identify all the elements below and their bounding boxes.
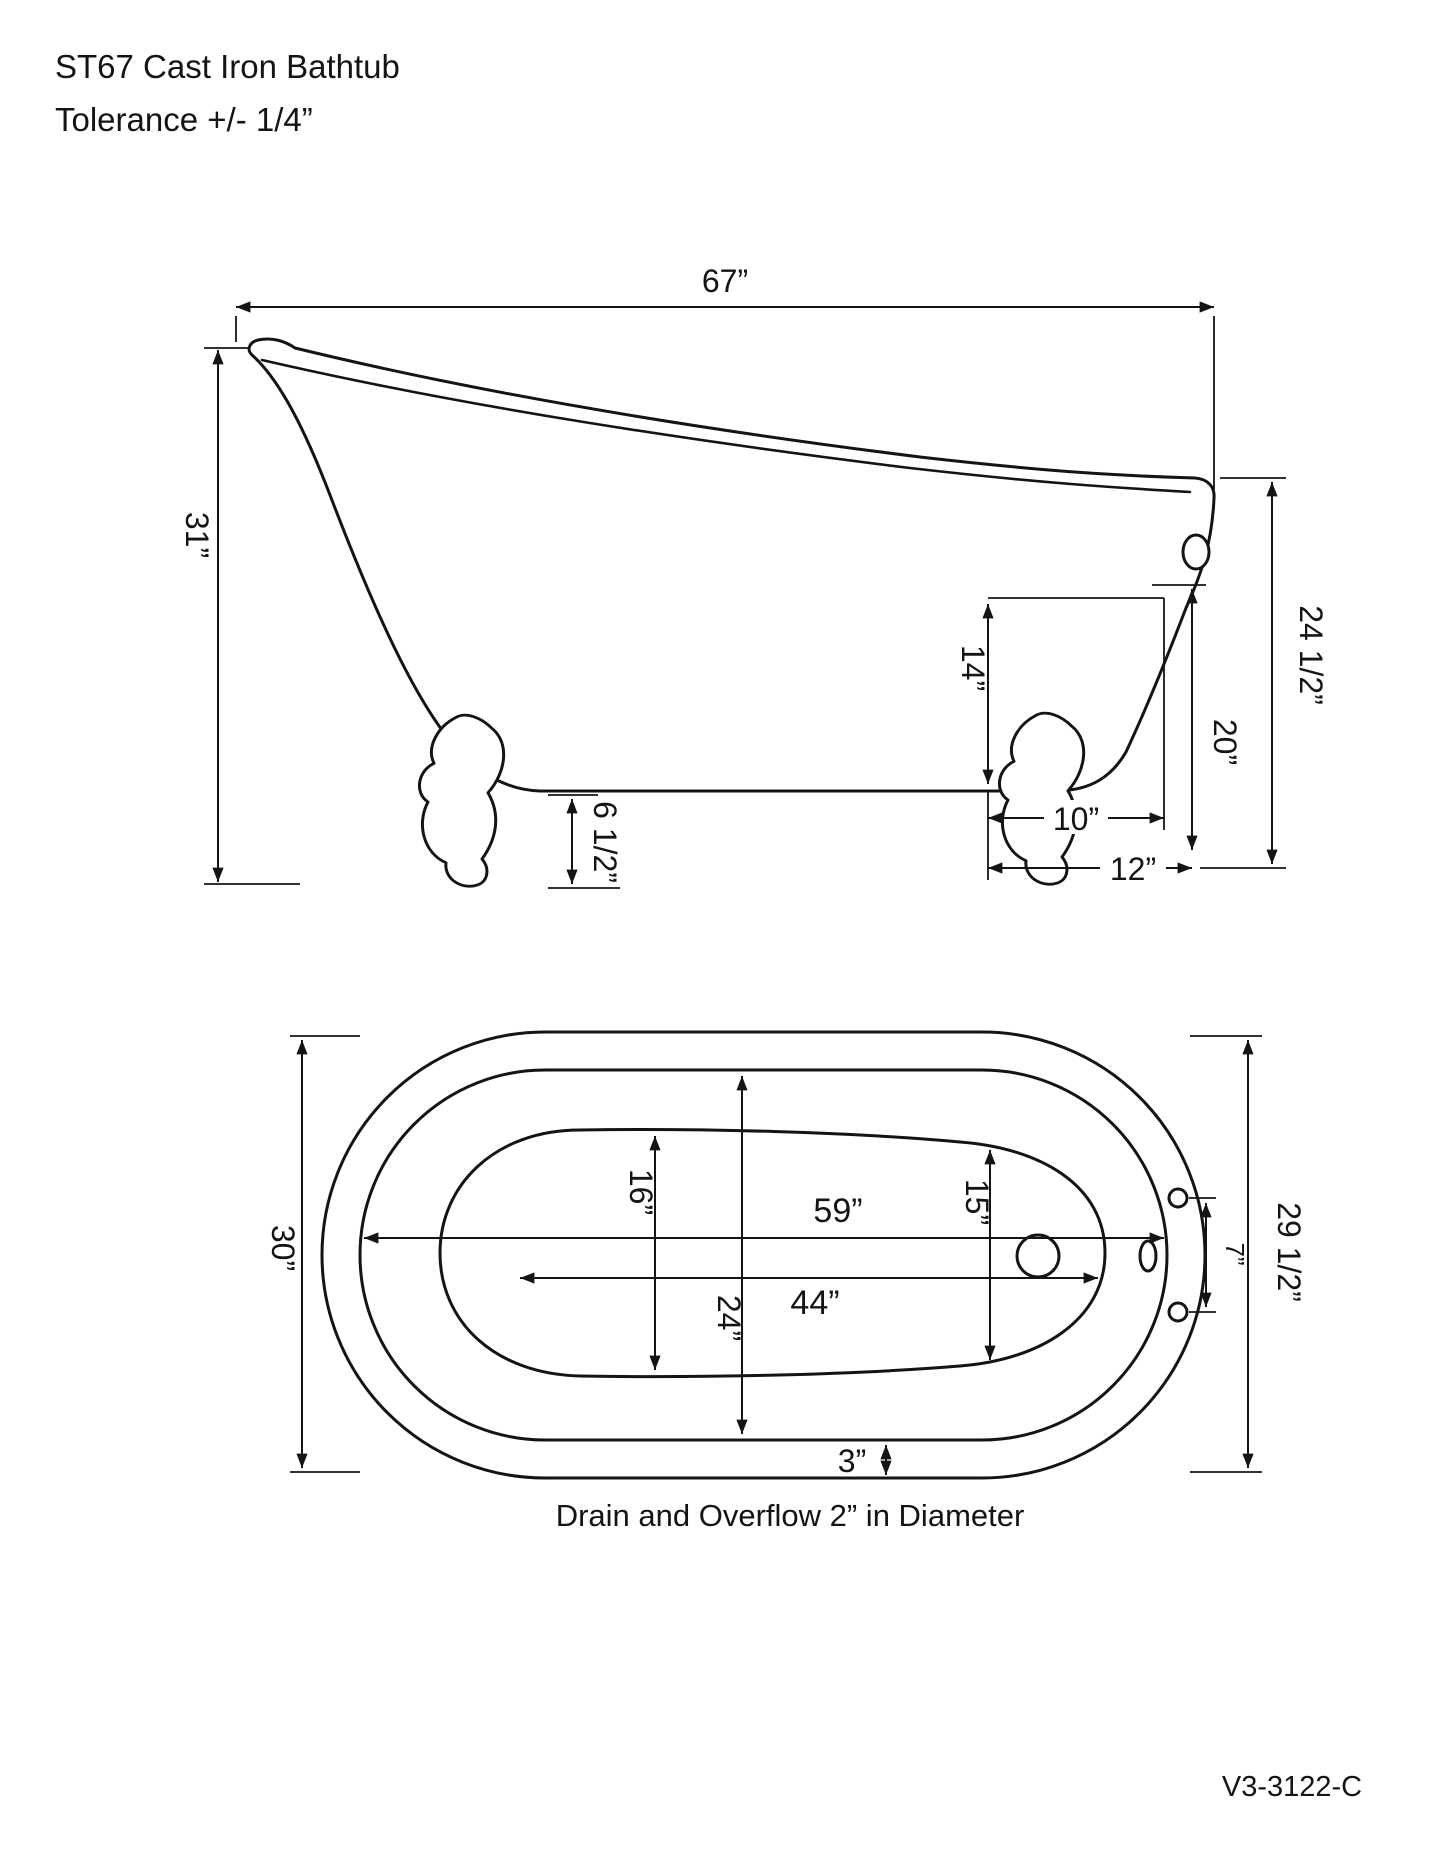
side-view: 67” 31” 24 1/2” 14” 20”: [179, 263, 1329, 889]
tub-side-outline: [247, 337, 1216, 793]
dim-label-ground-clearance: 6 1/2”: [587, 801, 623, 883]
dim-rim-height: 24 1/2”: [1200, 477, 1329, 869]
dim-label-rim-interior-length: 59”: [813, 1192, 862, 1230]
dim-overall-width-right: 29 1/2”: [1190, 1035, 1307, 1473]
dim-ground-clearance: 6 1/2”: [548, 794, 623, 889]
drawing-number: V3-3122-C: [1222, 1771, 1362, 1803]
tolerance-note: Tolerance +/- 1/4”: [55, 101, 313, 138]
dim-overall-width-left: 30”: [265, 1035, 360, 1473]
dim-faucet-hole-spacing: 7”: [1189, 1197, 1250, 1313]
dim-label-overall-width-right: 29 1/2”: [1271, 1202, 1307, 1302]
dim-interior-width: 24”: [711, 1076, 748, 1434]
dim-overall-length: 67”: [235, 263, 1215, 490]
dim-label-basin-length: 44”: [790, 1284, 839, 1322]
top-view: 30” 29 1/2” 59” 44” 16” 24”: [265, 1030, 1307, 1533]
dim-label-rim-to-floor: 20”: [1207, 719, 1243, 765]
dim-overall-height: 31”: [179, 347, 300, 885]
dim-basin-width-right: 15”: [959, 1150, 996, 1360]
faucet-hole-top: [1167, 1187, 1189, 1209]
drain-overflow-caption: Drain and Overflow 2” in Diameter: [556, 1498, 1025, 1533]
overflow-hole: [1138, 1239, 1158, 1273]
dim-label-interior-depth: 14”: [955, 645, 991, 691]
dim-label-rim-width: 3”: [838, 1443, 866, 1479]
right-claw-foot: [998, 711, 1086, 886]
dim-label-basin-width-left: 16”: [623, 1169, 659, 1215]
dim-label-interior-width: 24”: [711, 1295, 747, 1341]
dim-rim-width: 3”: [838, 1443, 892, 1479]
tub-rim-inner-line: [260, 358, 1192, 494]
header-block: ST67 Cast Iron Bathtub Tolerance +/- 1/4…: [55, 48, 400, 138]
overflow-knob: [1181, 533, 1211, 571]
dim-label-overall-length: 67”: [702, 263, 748, 299]
dim-label-basin-width-right: 15”: [959, 1179, 995, 1225]
dim-label-mask: [1100, 851, 1166, 885]
tub-basin-oval: [438, 1128, 1107, 1379]
left-claw-foot: [418, 713, 506, 888]
dim-label-overall-height: 31”: [179, 512, 215, 558]
drain-circle: [1015, 1233, 1061, 1279]
dim-label-mask: [1044, 800, 1108, 834]
dim-rim-interior-length: 59”: [364, 1192, 1164, 1244]
dim-label-faucet-hole-spacing: 7”: [1220, 1242, 1250, 1265]
dim-foot-to-end: 12”: [988, 851, 1192, 887]
dim-label-rim-height: 24 1/2”: [1293, 605, 1329, 705]
dim-interior-depth: 14”: [955, 597, 1165, 880]
dim-basin-length: 44”: [520, 1272, 1098, 1322]
dim-rim-to-floor: 20”: [1152, 584, 1243, 850]
dim-drain-to-end: 10”: [988, 800, 1164, 837]
dim-basin-width-left: 16”: [623, 1136, 661, 1370]
page-title: ST67 Cast Iron Bathtub: [55, 48, 400, 85]
faucet-hole-bottom: [1167, 1301, 1189, 1323]
dim-label-overall-width-left: 30”: [265, 1225, 301, 1271]
dim-label-foot-to-end: 12”: [1110, 851, 1156, 887]
dim-label-drain-to-end: 10”: [1053, 801, 1099, 837]
